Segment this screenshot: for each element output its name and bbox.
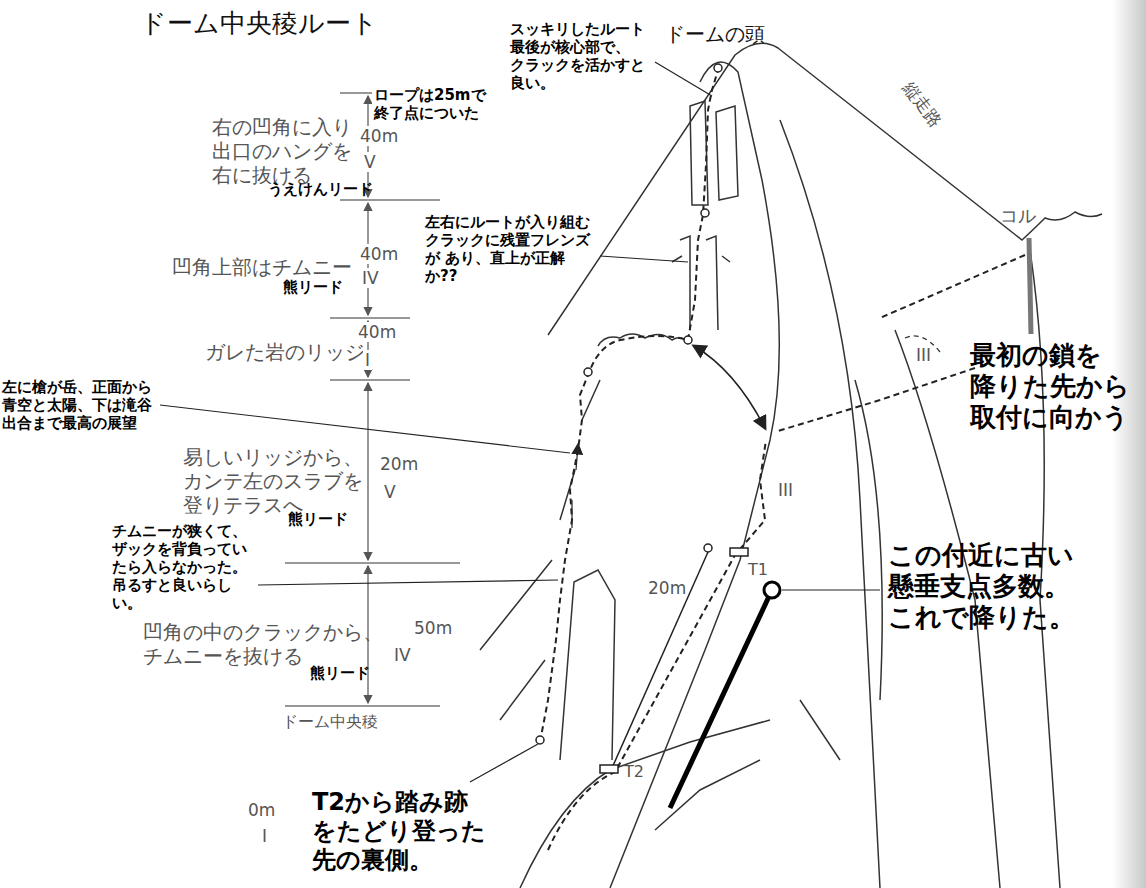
pitch-grade: IV bbox=[392, 645, 413, 665]
pitch-grade: IV bbox=[360, 268, 381, 288]
leader-name: うえけんリード bbox=[268, 180, 373, 198]
leader-name: 熊リード bbox=[283, 278, 343, 296]
pitch-length: 40m bbox=[356, 322, 398, 342]
pitch-description: 凹角の中のクラックから、 チムニーを抜ける bbox=[143, 620, 393, 668]
pitch-description: 右の凹角に入り 出口のハングを 右に抜ける bbox=[212, 115, 362, 187]
note: ロープは25mで 終了点についた bbox=[372, 86, 488, 122]
annotation: T2から踏み跡 をたどり登った 先の裏側。 bbox=[312, 788, 490, 874]
pitch-length: 50m bbox=[412, 618, 454, 638]
trail-name: 縦走路 bbox=[899, 78, 946, 131]
col-name: コル bbox=[1000, 205, 1036, 227]
note: 左右にルートが入り組む クラックに残置フレンズが あり、直上が正解か?? bbox=[425, 213, 595, 285]
pitch-length: 40m bbox=[358, 244, 400, 264]
pitch-description: 易しいリッジから、 カンテ左のスラブを 登りテラスへ bbox=[183, 445, 369, 517]
pitch-length: 20m bbox=[378, 454, 420, 474]
pitch-grade: V bbox=[382, 482, 398, 502]
peak-name: ドームの頭 bbox=[665, 22, 765, 46]
pitch-length: 20m bbox=[648, 578, 686, 598]
leader-name: 熊リード bbox=[310, 664, 370, 682]
leader-name: 熊リード bbox=[288, 510, 348, 528]
ridge-name: ドーム中央稜 bbox=[282, 712, 378, 731]
pitch-description: ガレた岩のリッジ bbox=[205, 340, 365, 364]
pitch-grade: I bbox=[262, 826, 267, 846]
pitch-description: 凹角上部はチムニー bbox=[172, 255, 352, 279]
pitch-grade: V bbox=[362, 152, 378, 172]
terrace-label: T2 bbox=[624, 762, 644, 781]
pitch-grade: I bbox=[363, 350, 372, 370]
terrace-label: T1 bbox=[748, 560, 768, 579]
diagram-title: ドーム中央稜ルート bbox=[140, 8, 378, 39]
pitch-length: 0m bbox=[248, 800, 275, 820]
pitch-grade: III bbox=[778, 480, 793, 500]
pitch-length: 40m bbox=[358, 126, 400, 146]
note: チムニーが狭くて、 ザックを背負ってい たら入らなかった。 吊るすと良いらしい。 bbox=[112, 522, 254, 612]
annotation: この付近に古い 懸垂支点多数。 これで降りた。 bbox=[888, 540, 1078, 634]
note: スッキリしたルート 最後が核心部で、 クラックを活かすと 良い。 bbox=[510, 20, 650, 92]
pitch-grade: III bbox=[916, 345, 931, 365]
note: 左に槍が岳、正面から 青空と太陽、下は滝谷 出合まで最高の展望 bbox=[2, 378, 156, 432]
annotation: 最初の鎖を 降りた先から 取付に向かう bbox=[970, 340, 1134, 434]
